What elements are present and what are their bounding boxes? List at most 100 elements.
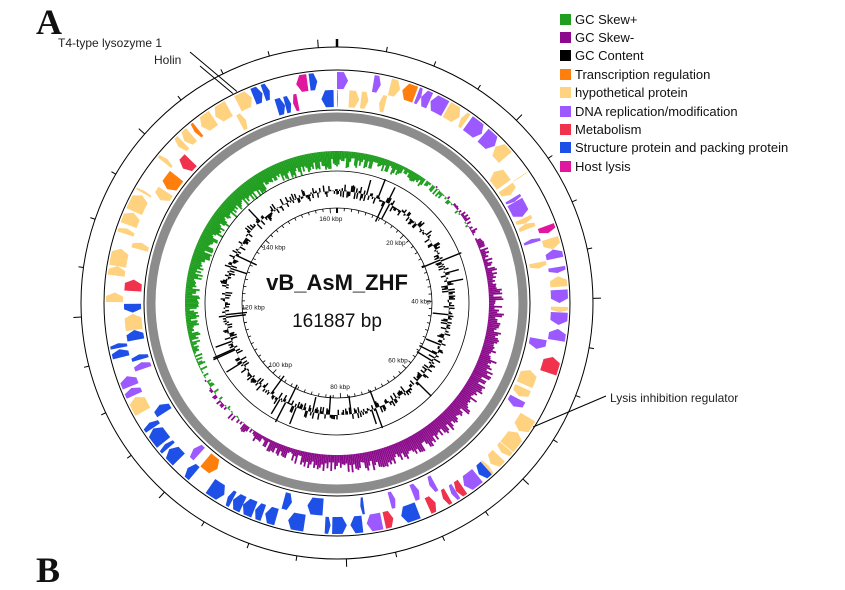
gene-arrow	[112, 349, 130, 359]
gc-content-bar	[279, 393, 283, 399]
gc-content-bar	[367, 408, 368, 410]
gene-arrow	[158, 155, 173, 168]
gene-arrow	[383, 511, 394, 529]
gc-content-bar	[285, 197, 288, 202]
gc-content-bar	[323, 186, 324, 192]
gc-content-bar	[442, 289, 448, 290]
kbp-tick	[295, 218, 296, 221]
outer-tick	[386, 47, 387, 52]
gc-skew-bar	[185, 311, 194, 312]
kbp-tick	[372, 215, 373, 218]
gc-skew-bar	[488, 321, 497, 322]
kbp-tick	[273, 369, 276, 373]
gc-content-bar	[225, 338, 231, 340]
gc-content-bar	[425, 371, 426, 372]
outer-tick	[587, 248, 592, 249]
gc-skew-bar	[473, 234, 474, 235]
gc-content-bar	[271, 376, 284, 394]
gc-content-bar	[447, 283, 451, 284]
gc-skew-bar	[186, 291, 197, 292]
kbp-tick	[263, 361, 265, 363]
gc-content-bar	[367, 180, 371, 195]
gene-arrow	[538, 223, 556, 233]
gc-content-bar	[360, 413, 361, 417]
gc-content-bar	[363, 409, 364, 412]
gc-skew-bar	[250, 429, 252, 432]
gc-content-bar	[239, 242, 242, 244]
gene-arrow	[131, 354, 148, 362]
kbp-tick	[381, 384, 382, 387]
gc-content-bar	[432, 359, 433, 360]
gc-skew-bar	[185, 313, 198, 314]
gc-content-bar	[349, 408, 350, 415]
gc-content-bar	[257, 378, 261, 382]
gene-arrow	[337, 90, 338, 107]
kbp-tick	[355, 393, 356, 396]
gc-content-bar	[448, 284, 454, 285]
gene-arrow	[130, 397, 151, 416]
gc-content-bar	[260, 383, 261, 384]
gc-content-bar	[350, 192, 351, 196]
gc-content-bar	[448, 316, 453, 317]
gc-content-bar	[373, 198, 375, 204]
gene-arrow	[131, 243, 149, 252]
gc-skew-bar	[194, 352, 196, 353]
legend-label: Metabolism	[575, 122, 641, 137]
kbp-tick	[266, 240, 270, 243]
annotation-lysis-inhibition: Lysis inhibition regulator	[610, 391, 738, 405]
gc-content-bar	[299, 406, 300, 408]
outer-tick	[516, 115, 522, 121]
gc-skew-bar	[319, 152, 320, 162]
gc-content-bar	[291, 401, 293, 406]
kbp-tick	[426, 279, 429, 280]
gene-arrow	[388, 491, 396, 508]
gc-skew-bar	[229, 409, 230, 410]
gc-skew-bar	[299, 450, 300, 455]
gene-arrow	[427, 475, 438, 492]
gc-content-bar	[438, 352, 439, 353]
gc-content-bar	[360, 187, 361, 193]
kbp-tick	[246, 329, 249, 330]
gc-content-bar	[313, 188, 314, 193]
gc-skew-bar	[202, 372, 203, 373]
kbp-tick	[406, 241, 408, 243]
kbp-tick	[291, 383, 292, 386]
gene-arrow	[508, 395, 525, 408]
gc-skew-bar	[488, 288, 496, 289]
gc-skew-bar	[188, 330, 194, 331]
gc-skew-bar	[313, 453, 314, 461]
gene-arrow	[540, 357, 560, 376]
kbp-tick	[244, 322, 247, 323]
gc-content-bar	[351, 186, 352, 192]
gc-skew-bar	[445, 197, 447, 199]
gc-content-bar	[229, 275, 231, 276]
outer-tick	[442, 536, 444, 541]
gc-skew-bar	[205, 381, 206, 382]
gc-content-bar	[370, 193, 371, 196]
legend-item-gc_content: GC Content	[560, 47, 788, 65]
gene-arrow	[234, 91, 252, 111]
gc-content-bar	[435, 257, 440, 259]
gc-skew-bar	[328, 151, 329, 169]
gc-content-bar	[318, 414, 319, 420]
gc-content-bar	[227, 324, 232, 325]
gc-content-bar	[399, 397, 400, 399]
kbp-label: 60 kbp	[388, 358, 408, 365]
outer-tick	[127, 455, 131, 458]
gc-skew-bar	[475, 239, 477, 240]
gene-arrow	[124, 304, 141, 313]
gene-arrow	[288, 513, 306, 532]
gc-skew-bar	[488, 317, 495, 318]
gc-content-bar	[231, 266, 237, 268]
gc-content-bar	[253, 375, 255, 376]
gc-content-bar	[354, 187, 355, 193]
backbone-ring	[151, 117, 523, 489]
kbp-tick	[251, 342, 254, 343]
gc-skew-bar	[488, 283, 493, 284]
kbp-tick	[365, 213, 366, 216]
gc-content-bar	[360, 194, 362, 201]
gc-content-bar	[241, 357, 247, 360]
gc-content-bar	[216, 341, 232, 347]
gc-skew-bar	[466, 225, 468, 226]
